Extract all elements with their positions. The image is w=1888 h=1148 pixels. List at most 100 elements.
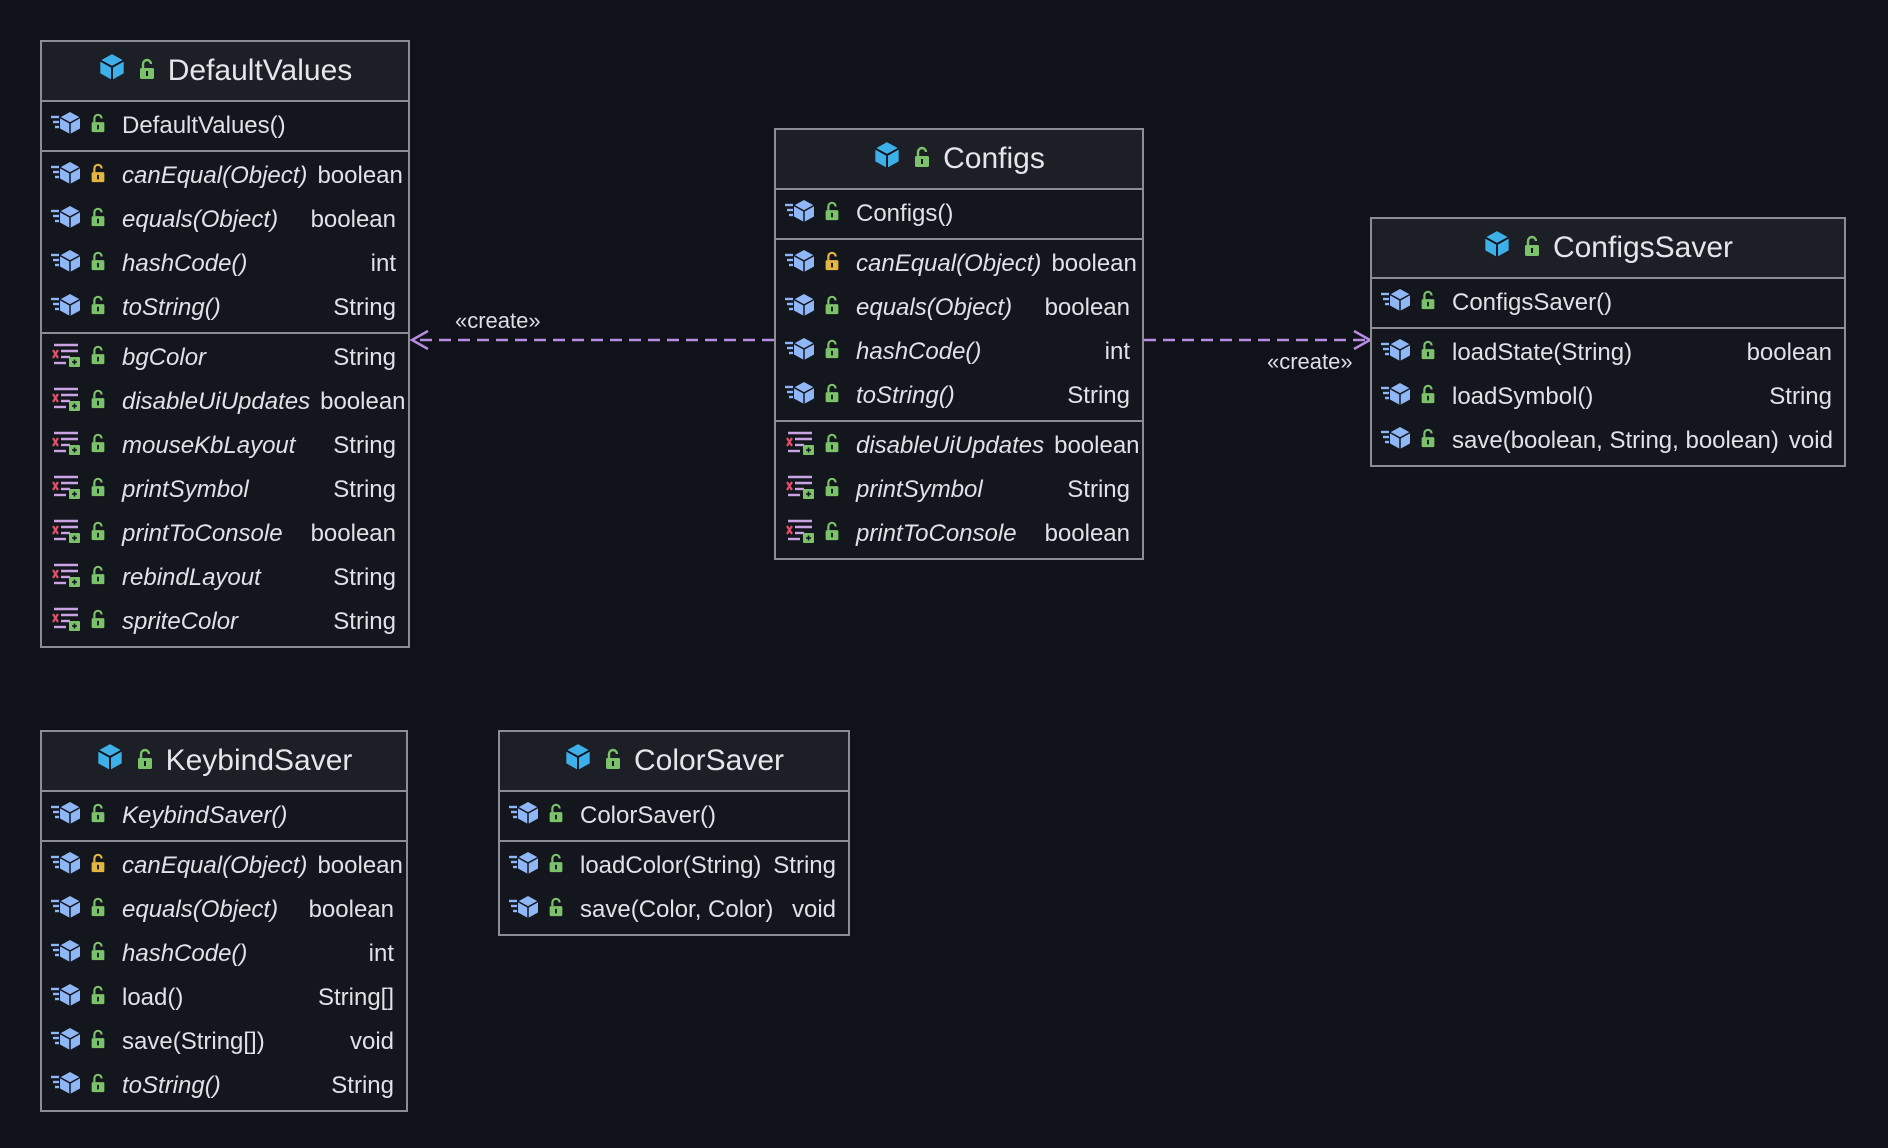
class-keybindsaver[interactable]: KeybindSaver KeybindSaver() canEqual(Obj…	[40, 730, 408, 1112]
method-row[interactable]: ColorSaver()	[500, 794, 848, 838]
member-icons	[50, 292, 122, 325]
public-lock-icon	[88, 432, 108, 460]
protected-lock-icon	[88, 162, 108, 190]
method-row[interactable]: canEqual(Object)boolean	[42, 154, 408, 198]
member-type: String	[333, 608, 396, 635]
member-type: boolean	[310, 206, 396, 233]
method-row[interactable]: save(boolean, String, boolean) void	[1372, 419, 1844, 463]
method-row[interactable]: equals(Object)boolean	[42, 888, 406, 932]
member-icons	[784, 518, 856, 551]
constructors-section: KeybindSaver()	[42, 792, 406, 842]
method-row[interactable]: toString()String	[42, 286, 408, 330]
member-name: DefaultValues()	[122, 112, 286, 139]
method-row[interactable]: canEqual(Object)boolean	[776, 242, 1142, 286]
member-name: KeybindSaver()	[122, 802, 288, 829]
public-lock-icon	[88, 344, 108, 372]
method-row[interactable]: ConfigsSaver()	[1372, 281, 1844, 325]
method-icon	[784, 198, 816, 231]
public-lock-icon	[822, 294, 842, 322]
member-icons	[508, 850, 580, 883]
method-icon	[50, 1026, 82, 1059]
member-icons	[50, 110, 122, 143]
member-name: canEqual(Object)	[122, 162, 308, 189]
field-icon	[50, 430, 82, 463]
method-icon	[50, 1070, 82, 1103]
method-row[interactable]: loadState(String) boolean	[1372, 331, 1844, 375]
member-name: loadState(String)	[1452, 339, 1633, 366]
method-row[interactable]: loadColor(String)String	[500, 844, 848, 888]
public-lock-icon	[602, 744, 624, 778]
public-lock-icon	[88, 476, 108, 504]
class-title: Configs	[943, 142, 1045, 175]
class-defaultvalues[interactable]: DefaultValues DefaultValues() canEqual(O…	[40, 40, 410, 648]
method-row[interactable]: equals(Object)boolean	[42, 198, 408, 242]
member-type: void	[1788, 427, 1833, 454]
class-configs[interactable]: Configs Configs() canEqual(Object)boolea…	[774, 128, 1144, 560]
create-label-configssaver: «create»	[1267, 349, 1353, 374]
member-type: int	[370, 250, 396, 277]
class-header: Configs	[776, 130, 1142, 190]
member-name: equals(Object)	[122, 896, 279, 923]
member-name: save(boolean, String, boolean)	[1452, 427, 1779, 454]
method-icon	[508, 850, 540, 883]
field-icon	[50, 474, 82, 507]
arrowhead-defaultvalues	[409, 329, 429, 351]
field-icon	[784, 474, 816, 507]
class-colorsaver[interactable]: ColorSaver ColorSaver() loadColor(String…	[498, 730, 850, 936]
member-type: boolean	[1746, 339, 1832, 366]
member-name: toString()	[122, 1072, 221, 1099]
public-lock-icon	[88, 564, 108, 592]
method-row[interactable]: toString()String	[42, 1064, 406, 1108]
public-lock-icon	[88, 896, 108, 924]
class-configssaver[interactable]: ConfigsSaver ConfigsSaver() loadState(St…	[1370, 217, 1846, 467]
member-name: equals(Object)	[856, 294, 1013, 321]
method-row[interactable]: hashCode()int	[42, 932, 406, 976]
method-row[interactable]: equals(Object)boolean	[776, 286, 1142, 330]
class-icon	[98, 53, 126, 89]
method-row[interactable]: Configs()	[776, 192, 1142, 236]
member-name: ColorSaver()	[580, 802, 717, 829]
member-type: String	[333, 344, 396, 371]
method-row[interactable]: save(Color, Color)void	[500, 888, 848, 932]
class-header: ColorSaver	[500, 732, 848, 792]
member-icons	[50, 430, 122, 463]
method-row[interactable]: save(String[])void	[42, 1020, 406, 1064]
method-icon	[784, 248, 816, 281]
field-icon	[50, 562, 82, 595]
member-icons	[1380, 381, 1452, 414]
member-icons	[784, 430, 856, 463]
member-type: String[]	[317, 984, 394, 1011]
member-name: toString()	[122, 294, 221, 321]
method-row[interactable]: hashCode()int	[776, 330, 1142, 374]
public-lock-icon	[546, 852, 566, 880]
method-row[interactable]: KeybindSaver()	[42, 794, 406, 838]
method-icon	[50, 204, 82, 237]
method-icon	[1380, 425, 1412, 458]
member-type: boolean	[1044, 520, 1130, 547]
constructors-section: ConfigsSaver()	[1372, 279, 1844, 329]
public-lock-icon	[88, 294, 108, 322]
method-icon	[50, 982, 82, 1015]
method-row[interactable]: toString()String	[776, 374, 1142, 418]
method-row[interactable]: canEqual(Object)boolean	[42, 844, 406, 888]
member-type: void	[791, 896, 836, 923]
method-row[interactable]: load()String[]	[42, 976, 406, 1020]
method-icon	[508, 800, 540, 833]
method-row[interactable]: DefaultValues()	[42, 104, 408, 148]
method-row[interactable]: loadSymbol()String	[1372, 375, 1844, 419]
constructors-section: ColorSaver()	[500, 792, 848, 842]
method-row[interactable]: hashCode()int	[42, 242, 408, 286]
member-name: hashCode()	[856, 338, 982, 365]
